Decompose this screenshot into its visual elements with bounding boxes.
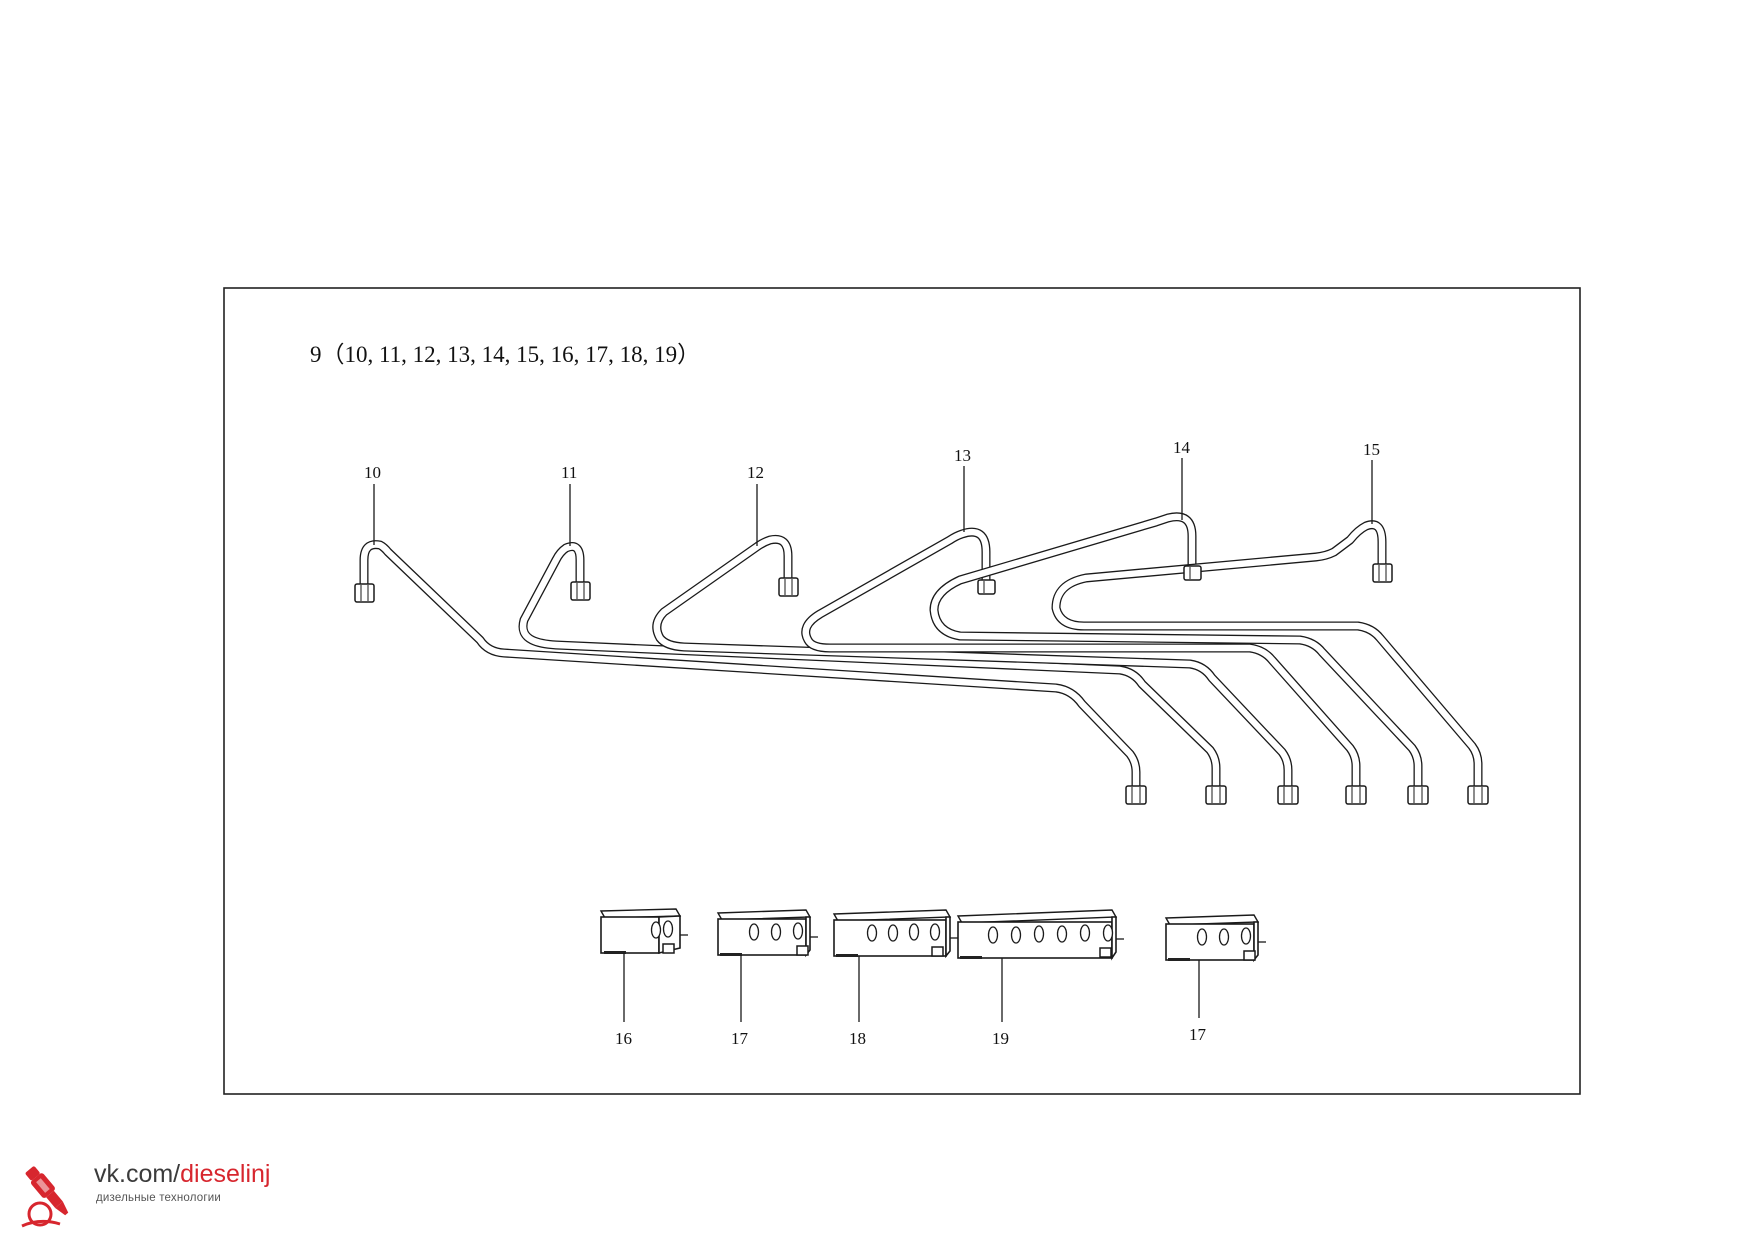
fitting-nut — [1467, 785, 1489, 805]
fitting-nut — [1407, 785, 1429, 805]
callout-15: 15 — [1363, 440, 1380, 524]
callout-13: 13 — [954, 446, 971, 532]
callout-label: 17 — [1189, 1025, 1207, 1044]
callout-11: 11 — [561, 463, 577, 546]
callout-label: 14 — [1173, 438, 1191, 457]
clamp-block-17-second: 17 — [1164, 914, 1266, 1044]
pipe-fittings — [354, 563, 1489, 805]
watermark-url[interactable]: vk.com/dieselinj — [94, 1160, 270, 1189]
callout-14: 14 — [1173, 438, 1191, 520]
diagram-frame — [223, 287, 1581, 1095]
clamp-block-19: 19 — [956, 909, 1124, 1048]
pipe-13 — [801, 527, 1361, 795]
fitting-nut — [1205, 785, 1227, 805]
injector-icon — [21, 1166, 69, 1228]
fitting-nut — [1345, 785, 1367, 805]
watermark-subtitle: дизельные технологии — [96, 1192, 222, 1204]
fitting-nut — [1277, 785, 1299, 805]
clamp-block-16: 16 — [599, 908, 688, 1048]
pipe-12 — [652, 534, 1293, 795]
callout-label: 12 — [747, 463, 764, 482]
watermark[interactable]: vk.com/dieselinj дизельные технологии — [14, 1158, 304, 1228]
fitting-nut — [1125, 785, 1147, 805]
pipe-14 — [929, 512, 1423, 795]
callout-label: 16 — [615, 1029, 632, 1048]
pipe-11 — [518, 542, 1221, 795]
fitting-nut — [977, 579, 996, 595]
fitting-nut — [1183, 565, 1202, 581]
callout-label: 15 — [1363, 440, 1380, 459]
fitting-nut — [1372, 563, 1393, 583]
clamp-block-18: 18 — [832, 909, 958, 1048]
watermark-url-accent: dieselinj — [180, 1160, 271, 1188]
callout-label: 19 — [992, 1029, 1009, 1048]
callout-label: 18 — [849, 1029, 866, 1048]
diagram-heading: 9（10, 11, 12, 13, 14, 15, 16, 17, 18, 19… — [310, 342, 700, 367]
pipe-15 — [1051, 520, 1483, 795]
callout-10: 10 — [364, 463, 381, 545]
clamp-block-17: 17 — [716, 909, 818, 1048]
callout-label: 10 — [364, 463, 381, 482]
callout-label: 17 — [731, 1029, 749, 1048]
callout-label: 11 — [561, 463, 577, 482]
fitting-nut — [354, 583, 375, 603]
fitting-nut — [570, 581, 591, 601]
watermark-url-prefix: vk.com/ — [94, 1160, 181, 1188]
callout-12: 12 — [747, 463, 764, 546]
callout-label: 13 — [954, 446, 971, 465]
pipe-10 — [359, 540, 1141, 795]
fitting-nut — [778, 577, 799, 597]
